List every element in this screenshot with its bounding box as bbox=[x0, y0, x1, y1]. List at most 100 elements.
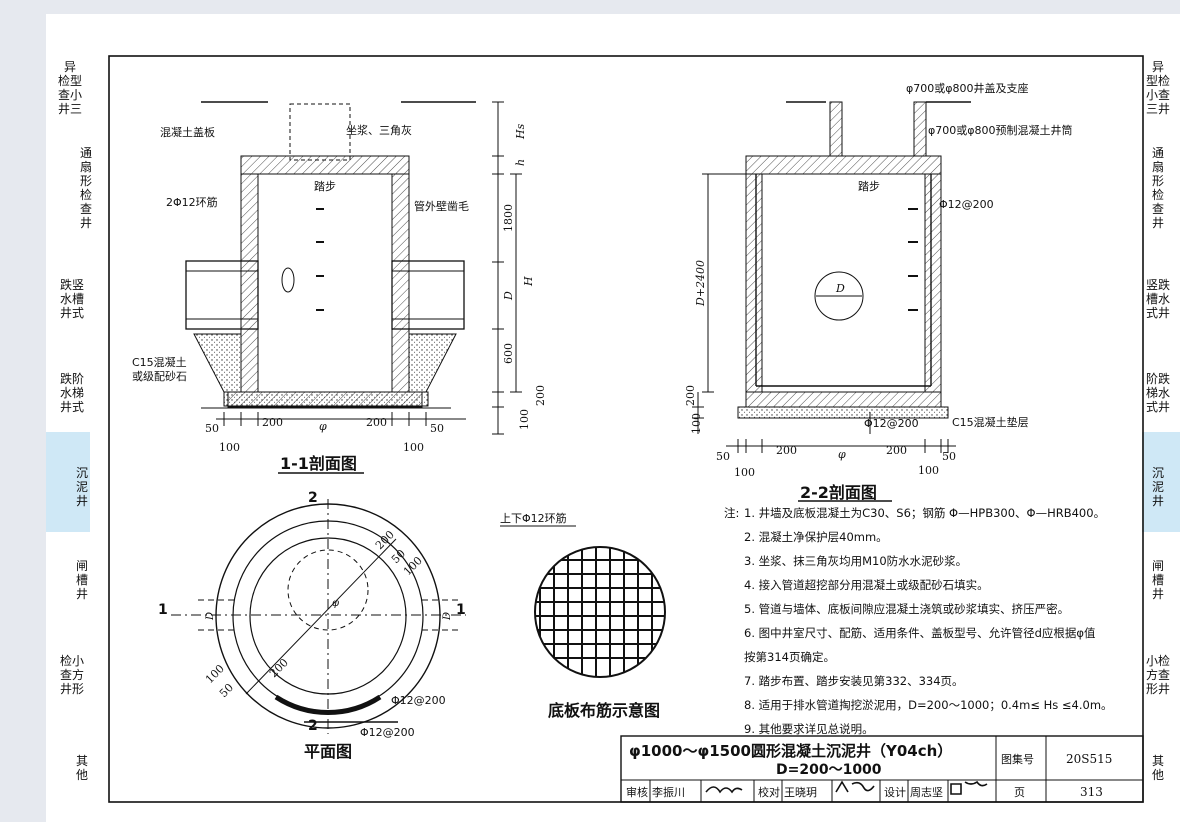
note-7: 7. 踏步布置、踏步安装见第332、334页。 bbox=[744, 674, 964, 688]
dim-b3: φ bbox=[319, 420, 327, 433]
dim-b5: 50 bbox=[430, 422, 444, 435]
label-gravel: 或级配砂石 bbox=[132, 370, 187, 383]
dim2-b4: 200 bbox=[886, 444, 907, 457]
label-cover-slab: 混凝土盖板 bbox=[160, 125, 215, 139]
dim-b6: 100 bbox=[219, 441, 240, 454]
dim-d2400: D+2400 bbox=[694, 260, 707, 307]
note-4: 4. 接入管道超挖部分用混凝土或级配砂石填实。 bbox=[744, 578, 989, 592]
dim-hs: Hs bbox=[514, 123, 527, 140]
label-ring-bar: 2Φ12环筋 bbox=[166, 195, 218, 209]
note-6b: 按第314页确定。 bbox=[744, 650, 835, 664]
dim-200: 200 bbox=[534, 385, 547, 406]
title-section-1-1: 1-1剖面图 bbox=[280, 454, 357, 473]
note-5: 5. 管道与墙体、底板间隙应混凝土浇筑或砂浆填实、挤压严密。 bbox=[744, 602, 1069, 616]
title-rebar: 底板布筋示意图 bbox=[548, 701, 660, 720]
sidebar-right-item-1[interactable]: 通扇形检查井 bbox=[1151, 146, 1164, 230]
plan-dim-200b: 200 bbox=[267, 656, 291, 680]
plan-dim-200a: 200 bbox=[373, 528, 397, 552]
sidebar-left-item-0[interactable]: 异检型查小井三 bbox=[58, 60, 83, 116]
note-6: 6. 图中井室尺寸、配筋、适用条件、盖板型号、允许管径d应根据φ值 bbox=[744, 626, 1096, 640]
dim-b7: 100 bbox=[403, 441, 424, 454]
checker-name: 王晓玥 bbox=[784, 786, 817, 799]
plan-rebar-2: Φ12@200 bbox=[360, 726, 415, 739]
note-2: 2. 混凝土净保护层40mm。 bbox=[744, 530, 888, 544]
designer-signature bbox=[950, 780, 988, 795]
sidebar-left-item-4[interactable]: 沉泥井 bbox=[75, 466, 88, 508]
plan-phi: φ bbox=[332, 598, 339, 609]
label-mortar: 坐浆、三角灰 bbox=[346, 123, 412, 137]
dim2-b6: 100 bbox=[734, 466, 755, 479]
designer-name: 周志坚 bbox=[910, 786, 943, 799]
sidebar-right-item-5[interactable]: 闸槽井 bbox=[1151, 559, 1164, 601]
reviewer-signature bbox=[705, 786, 743, 794]
drawing-title: φ1000～φ1500圆形混凝土沉泥井（Y04ch） bbox=[629, 742, 952, 760]
drawing-canvas bbox=[108, 55, 1144, 803]
dim-200-b: 200 bbox=[684, 385, 697, 406]
label-chisel: 管外壁凿毛 bbox=[414, 199, 469, 213]
sidebar-left-item-7[interactable]: 其他 bbox=[75, 754, 88, 782]
page-value: 313 bbox=[1080, 785, 1103, 799]
dim-b4: 200 bbox=[366, 416, 387, 429]
section-1-1 bbox=[185, 101, 522, 474]
left-tab-highlight bbox=[46, 432, 90, 532]
label-rebar-base: Φ12@200 bbox=[864, 417, 919, 430]
dim-h: h bbox=[514, 159, 527, 166]
label-steps: 踏步 bbox=[314, 179, 336, 193]
section-2-2 bbox=[692, 101, 971, 502]
title-block bbox=[620, 735, 1144, 803]
design-label: 设计 bbox=[884, 786, 906, 799]
drawing-sheet: 异检型查小井三 通扇形检查井 跌竖水槽井式 跌阶水梯井式 沉泥井 闸槽井 检小查… bbox=[46, 14, 1180, 822]
check-label: 校对 bbox=[758, 785, 780, 799]
label-pipe-d: D bbox=[835, 282, 845, 295]
dim-1800: 1800 bbox=[502, 204, 515, 232]
plan-cut-left: 1 bbox=[158, 602, 168, 618]
notes-head: 注: bbox=[724, 506, 739, 520]
sidebar-right-item-4[interactable]: 沉泥井 bbox=[1151, 466, 1164, 508]
drawing-labels: 混凝土盖板 坐浆、三角灰 踏步 2Φ12环筋 管外壁凿毛 C15混凝土 或级配砂… bbox=[132, 81, 1113, 802]
dim-b1: 50 bbox=[205, 422, 219, 435]
plan-d-left: D bbox=[205, 612, 216, 621]
label-precast-tube: φ700或φ800预制混凝土井筒 bbox=[928, 123, 1073, 137]
note-9: 9. 其他要求详见总说明。 bbox=[744, 722, 874, 736]
plan-dim-100b: 100 bbox=[203, 662, 227, 686]
sidebar-left-item-5[interactable]: 闸槽井 bbox=[75, 559, 88, 601]
dim2-b1: 50 bbox=[716, 450, 730, 463]
sidebar-right-item-2[interactable]: 竖跌槽水式井 bbox=[1146, 278, 1171, 320]
plan-cut-top: 2 bbox=[308, 490, 318, 506]
sidebar-right-item-0[interactable]: 异型检小查三井 bbox=[1146, 60, 1171, 116]
right-tab-highlight bbox=[1142, 432, 1180, 532]
dim-100-b: 100 bbox=[690, 413, 703, 434]
sidebar-left-item-3[interactable]: 跌阶水梯井式 bbox=[60, 372, 85, 414]
title-section-2-2: 2-2剖面图 bbox=[800, 483, 877, 502]
drawing-subtitle: D=200～1000 bbox=[776, 762, 882, 778]
note-8: 8. 适用于排水管道掏挖淤泥用，D=200～1000；0.4m≤ Hs ≤4.0… bbox=[744, 698, 1113, 712]
dim-b2: 200 bbox=[262, 416, 283, 429]
plan-dim-50b: 50 bbox=[217, 681, 236, 700]
sidebar-left-item-6[interactable]: 检小查方井形 bbox=[60, 654, 85, 696]
sidebar-right-item-6[interactable]: 小检方查形井 bbox=[1146, 654, 1171, 696]
dim2-b2: 200 bbox=[776, 444, 797, 457]
note-3: 3. 坐浆、抹三角灰均用M10防水水泥砂浆。 bbox=[744, 554, 967, 568]
sidebar-left-item-1[interactable]: 通扇形检查井 bbox=[79, 146, 92, 230]
plan-cut-bottom: 2 bbox=[308, 718, 318, 734]
plan-rebar-1: Φ12@200 bbox=[391, 694, 446, 707]
atlas-label: 图集号 bbox=[1001, 752, 1034, 766]
dim2-b5: 50 bbox=[942, 450, 956, 463]
sidebar-right-item-7[interactable]: 其他 bbox=[1151, 754, 1164, 782]
label-c15-cushion: C15混凝土垫层 bbox=[952, 415, 1029, 429]
plan-cut-right: 1 bbox=[456, 602, 466, 618]
dim-D: D bbox=[502, 291, 515, 301]
sidebar-right-item-3[interactable]: 阶跌梯水式井 bbox=[1146, 372, 1171, 414]
dim2-b7: 100 bbox=[918, 464, 939, 477]
label-steps-2: 踏步 bbox=[858, 179, 880, 193]
dim-H: H bbox=[522, 276, 535, 287]
label-c15: C15混凝土 bbox=[132, 355, 187, 369]
plan-d-right: D bbox=[442, 612, 453, 621]
note-1: 1. 井墙及底板混凝土为C30、S6；钢筋 Φ—HPB300、Φ—HRB400。 bbox=[744, 506, 1105, 520]
plan-view bbox=[171, 499, 466, 734]
checker-signature bbox=[835, 780, 875, 793]
title-plan: 平面图 bbox=[304, 742, 352, 761]
reviewer-name: 李振川 bbox=[652, 785, 685, 799]
page-label: 页 bbox=[1014, 786, 1025, 799]
sidebar-left-item-2[interactable]: 跌竖水槽井式 bbox=[60, 278, 85, 320]
